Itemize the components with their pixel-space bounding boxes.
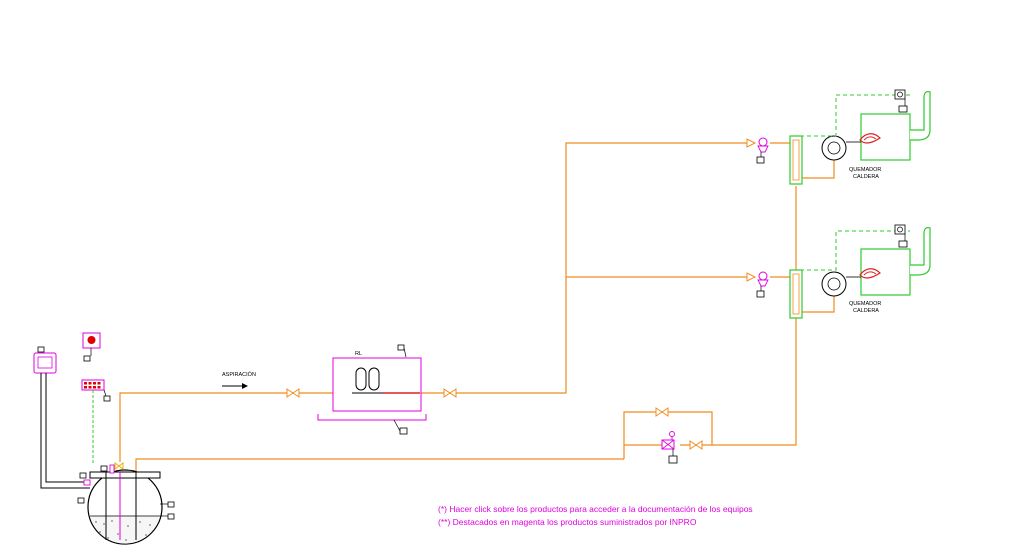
burner-assembly-2[interactable]: [756, 224, 931, 319]
fuel-piping: [119, 142, 835, 472]
control-panel[interactable]: [81, 379, 111, 465]
pressure-regulating-valve[interactable]: [661, 431, 678, 464]
alarm-indicator[interactable]: [82, 332, 101, 362]
burner-1-label-line2: CALDERA: [853, 174, 879, 180]
level-transmitter[interactable]: [33, 346, 91, 489]
tank-top-valve[interactable]: [100, 462, 124, 474]
gate-valve[interactable]: [286, 138, 757, 450]
magenta-legend-note: (**) Destacados en magenta los productos…: [438, 517, 697, 527]
burner-assembly-1[interactable]: [756, 89, 931, 185]
burner-2-label-line2: CALDERA: [853, 308, 879, 314]
filter-unit[interactable]: [317, 344, 427, 435]
burner-2-label-line1: QUEMADOR: [849, 301, 881, 307]
click-instructions-note: (*) Hacer click sobre los productos para…: [438, 504, 753, 514]
aspiration-label: ASPIRACIÓN: [222, 371, 256, 378]
burner-1-label-line1: QUEMADOR: [849, 167, 881, 173]
storage-tank[interactable]: [77, 469, 175, 545]
filter-unit-label: RL: [355, 351, 362, 357]
aspiration-arrow: [222, 383, 248, 389]
